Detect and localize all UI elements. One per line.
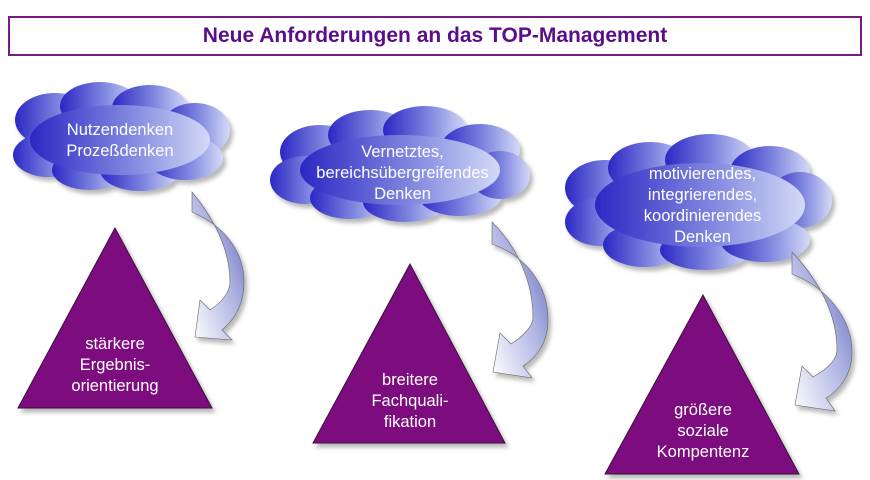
cloud-3 [565, 134, 832, 270]
cloud-1 [13, 82, 230, 191]
cloud-2 [270, 106, 530, 222]
triangle-2-label: breitere Fachquali- fikation [371, 371, 449, 431]
cloud-3-label: motivierendes, integrierendes, koordinie… [643, 165, 762, 246]
triangle-1-label: stärkere Ergebnis- orientierung [71, 335, 159, 395]
curved-arrow-3 [791, 251, 853, 412]
curved-arrow-1 [191, 191, 245, 341]
triangle-2 [312, 262, 506, 444]
title-box: Neue Anforderungen an das TOP-Management [8, 16, 862, 56]
cloud-2-label: Vernetztes, bereichsübergreifendes Denke… [316, 143, 489, 203]
triangle-3-label: größere soziale Kompentenz [656, 401, 750, 461]
triangle-1 [17, 226, 213, 409]
triangle-3 [604, 293, 800, 475]
cloud-1-label: Nutzendenken Prozeßdenken [66, 121, 174, 160]
page-title: Neue Anforderungen an das TOP-Management [202, 24, 668, 47]
curved-arrow-2 [491, 221, 549, 379]
